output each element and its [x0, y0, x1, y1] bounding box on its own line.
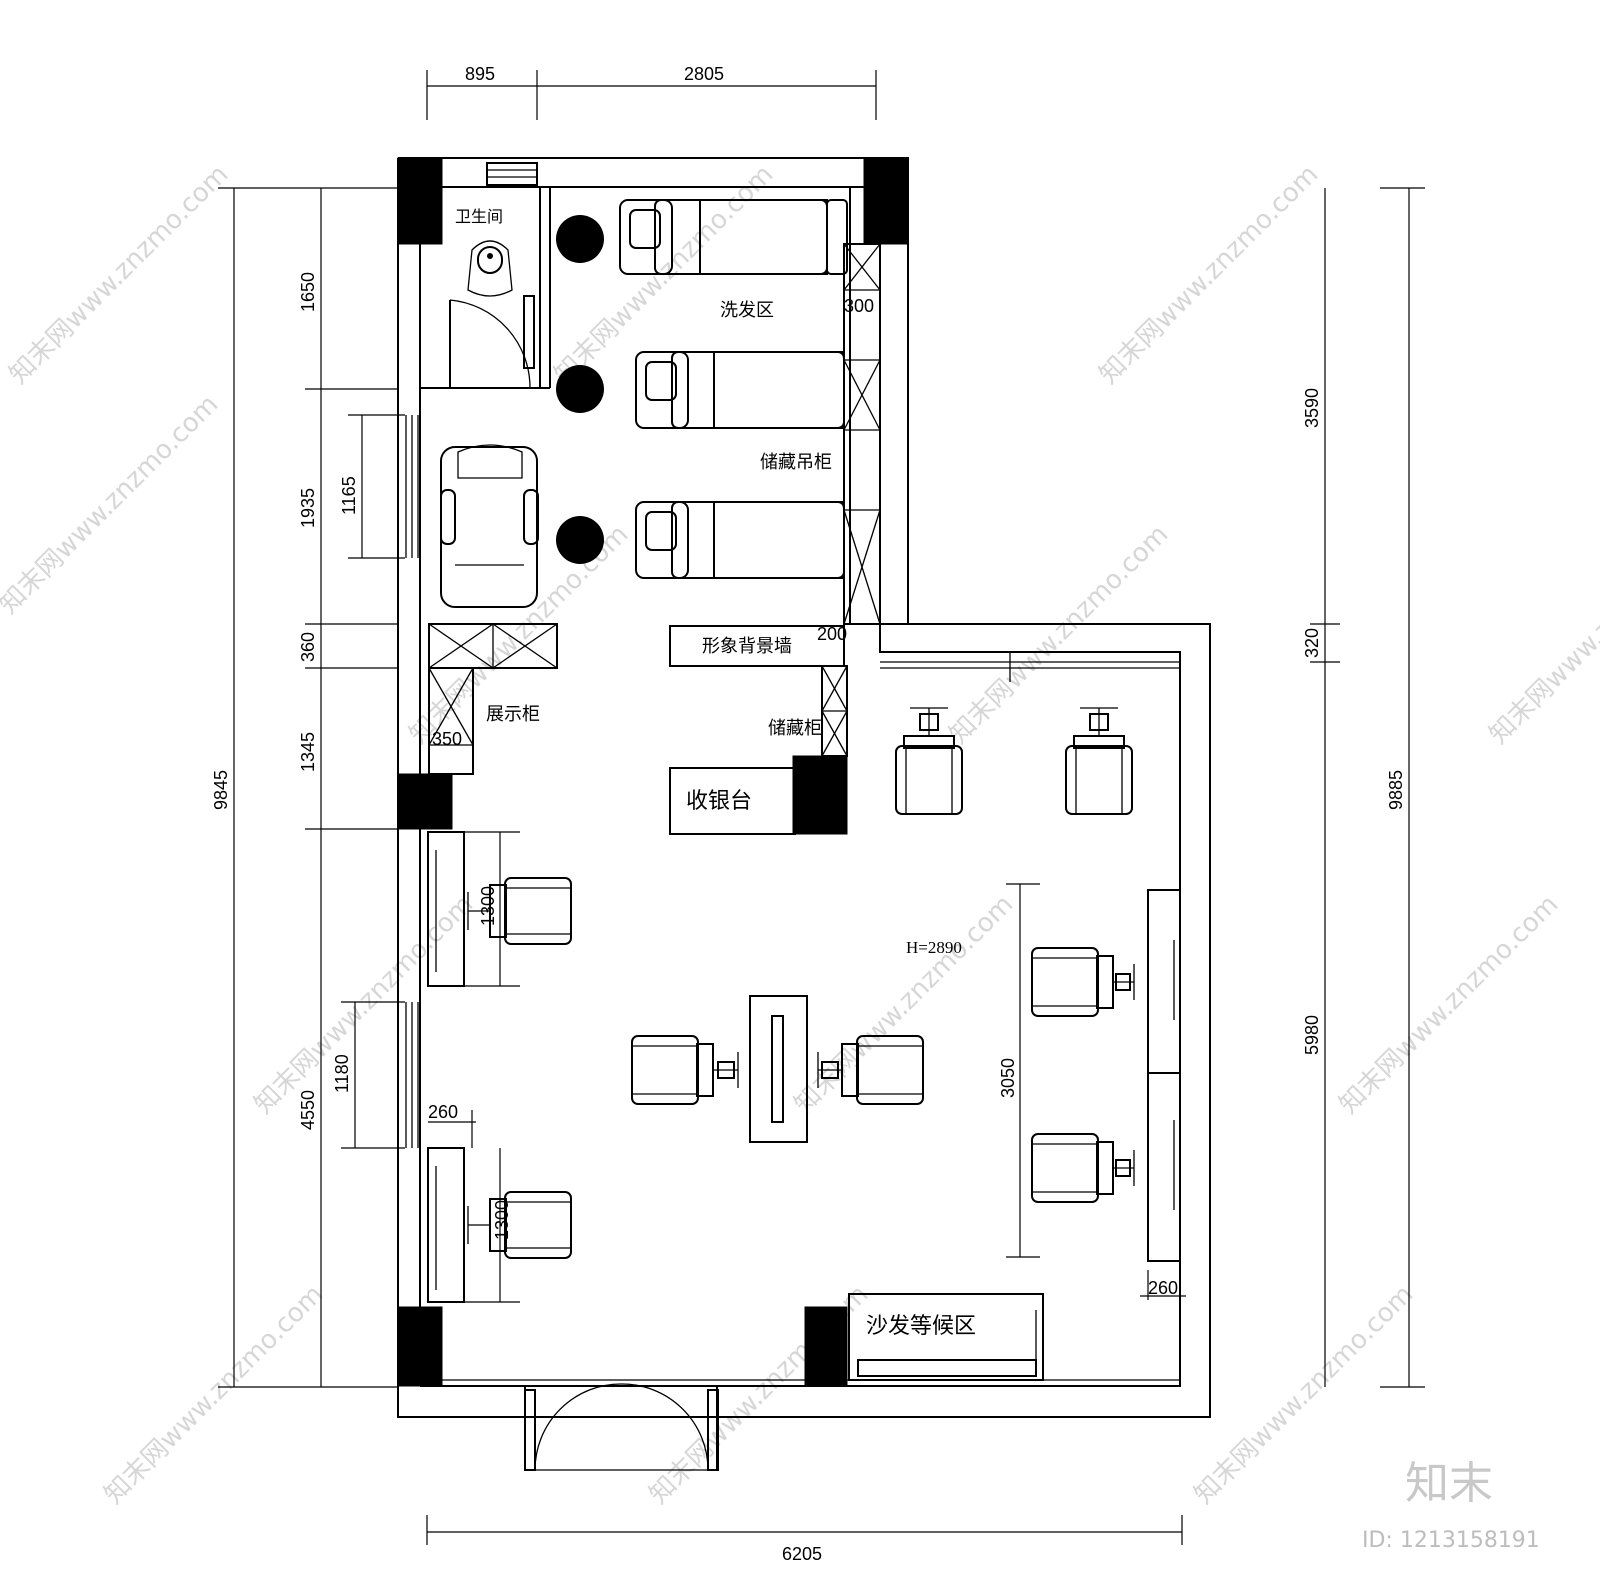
styling-chair-icon: [467, 1191, 572, 1259]
left-windows: [405, 162, 538, 1148]
entrance-door: [524, 1383, 719, 1471]
display-cabinet: 展示柜 350: [428, 623, 558, 775]
styling-chair-icon: [1031, 947, 1135, 1017]
right-mirror-stations: [1147, 889, 1181, 1262]
dimension-shelf-350: 350: [432, 729, 462, 749]
dimension-lines: [218, 70, 1425, 1545]
dimension-right-total: 9885: [1386, 770, 1406, 810]
dimension-station-1: 1300: [478, 886, 498, 926]
toilet-room: 卫生间: [449, 207, 535, 389]
dimension-left-e: 4550: [298, 1090, 318, 1130]
watermark-layer: 知末网www.znzmo.com 知末网www.znzmo.com 知末网www…: [0, 159, 1600, 1553]
watermark-text: 知末网www.znzmo.com: [0, 389, 224, 620]
top-shelves: [880, 652, 1180, 682]
hanging-cabinet-icon: [843, 243, 881, 625]
dimension-left-total: 9845: [211, 770, 231, 810]
wash-bed-icon: [619, 199, 848, 275]
styling-chair-icon: [895, 707, 963, 815]
styling-chair-icon: [467, 877, 572, 945]
dimension-right-c: 5980: [1302, 1015, 1322, 1055]
dimension-depth-left: 260: [428, 1102, 458, 1122]
left-mirror-stations: [427, 831, 465, 1303]
dimension-stations-span: 3050: [998, 1058, 1018, 1098]
brand-logo: 知末: [1405, 1458, 1493, 1509]
dimension-shelf-300: 300: [844, 296, 874, 316]
hanging-cabinet-label: 储藏吊柜: [760, 452, 832, 473]
dimension-window-2: 1180: [332, 1054, 352, 1093]
toilet-door-icon: [449, 295, 535, 389]
wash-bed-icon: [635, 351, 845, 429]
dimension-left-b: 1935: [298, 488, 318, 528]
storage-cabinet: 储藏柜: [768, 665, 848, 757]
dimension-top-left: 895: [465, 64, 495, 84]
image-id: ID: 1213158191: [1362, 1528, 1540, 1553]
dimension-depth-right: 260: [1148, 1278, 1178, 1298]
cashier-counter: 收银台: [669, 767, 796, 835]
squat-toilet-icon: [467, 240, 513, 297]
dimension-bottom-total: 6205: [782, 1544, 822, 1564]
dimension-station-2: 1300: [492, 1200, 512, 1240]
display-cabinet-label: 展示柜: [486, 704, 540, 725]
watermark-text: 知末网www.znzmo.com: [4, 159, 235, 390]
wash-area-label: 洗发区: [720, 300, 774, 321]
styling-chair-icon: [1065, 707, 1133, 815]
massage-chair-icon: [440, 444, 539, 608]
ceiling-height-label: H=2890: [906, 938, 962, 957]
image-wall-label: 形象背景墙: [702, 636, 792, 657]
sofa-waiting-label: 沙发等候区: [866, 1314, 976, 1339]
dimension-labels: 895 2805 6205 9845 1650 1935 360 1345 45…: [211, 64, 1406, 1564]
mirror-island: [749, 995, 808, 1143]
styling-chair-icon: [631, 1035, 739, 1105]
storage-cabinet-label: 储藏柜: [768, 718, 822, 739]
watermark-text: 知末网www.znzmo.com: [944, 519, 1175, 750]
dimension-left-a: 1650: [298, 272, 318, 312]
styling-chair-icon: [817, 1035, 924, 1105]
stool-icon: [556, 215, 604, 263]
watermark-text: 知末网www.znzmo.com: [789, 889, 1020, 1120]
stool-icon: [556, 516, 604, 564]
dimension-left-d: 1345: [298, 732, 318, 772]
dimension-shelf-200: 200: [817, 624, 847, 644]
watermark-text: 知末网www.znzmo.com: [1189, 1279, 1420, 1510]
dimension-right-b: 320: [1302, 628, 1322, 658]
structural-columns: [397, 157, 909, 1387]
cashier-label: 收银台: [686, 789, 752, 814]
dimension-left-c: 360: [298, 632, 318, 662]
dimension-window-1: 1165: [339, 476, 359, 515]
stool-icon: [556, 365, 604, 413]
wash-area: 洗发区 储藏吊柜: [440, 199, 881, 625]
watermark-text: 知末网www.znzmo.com: [1484, 519, 1600, 750]
watermark-text: 知末网www.znzmo.com: [1094, 159, 1325, 390]
wash-bed-icon: [635, 501, 845, 579]
image-wall: 形象背景墙 200: [669, 624, 847, 667]
styling-chairs: [467, 707, 1135, 1259]
toilet-label: 卫生间: [455, 207, 503, 226]
watermark-text: 知末网www.znzmo.com: [99, 1279, 330, 1510]
watermark-text: 知末网www.znzmo.com: [1334, 889, 1565, 1120]
sofa-waiting-area: 沙发等候区: [848, 1293, 1044, 1381]
styling-chair-icon: [1031, 1133, 1135, 1203]
dimension-right-a: 3590: [1302, 388, 1322, 428]
watermark-text: 知末网www.znzmo.com: [249, 889, 480, 1120]
dimension-top-right: 2805: [684, 64, 724, 84]
